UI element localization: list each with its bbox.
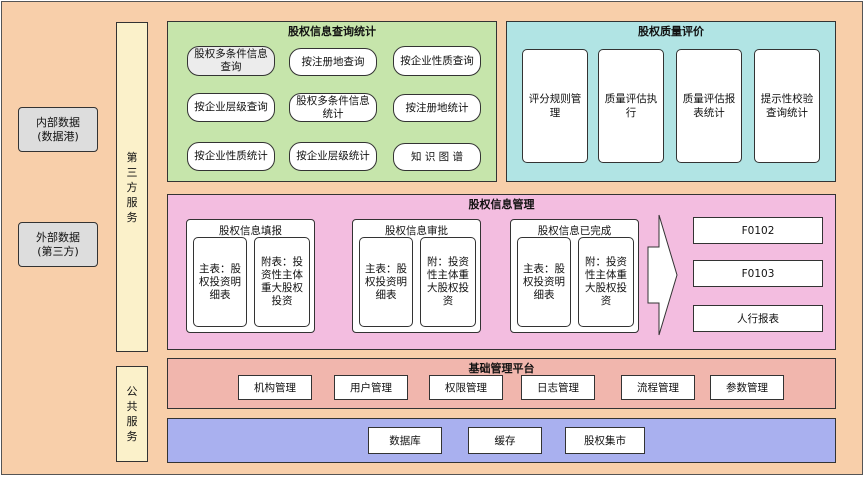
source-external-data: 外部数据 (第三方) [18,222,98,267]
platform-item[interactable]: 机构管理 [238,375,312,400]
platform-item[interactable]: 流程管理 [621,375,695,400]
query-item[interactable]: 股权多条件信息查询 [187,46,275,76]
query-item[interactable]: 按注册地查询 [289,48,377,76]
query-item[interactable]: 知 识 图 谱 [393,143,481,171]
quality-item[interactable]: 提示性校验查询统计 [754,49,820,163]
infra-item[interactable]: 缓存 [468,427,542,454]
main-table-card[interactable]: 主表：股权投资明细表 [359,237,413,327]
platform-item[interactable]: 日志管理 [521,375,595,400]
management-title: 股权信息管理 [468,198,535,211]
query-item[interactable]: 股权多条件信息统计 [289,93,377,122]
infra-item[interactable]: 股权集市 [565,427,645,454]
attached-table-card[interactable]: 附：投资性主体重大股权投资 [578,237,634,327]
platform-item[interactable]: 用户管理 [334,375,408,400]
quality-item[interactable]: 质量评估执行 [598,49,664,163]
query-item[interactable]: 按注册地统计 [393,94,481,122]
group-title: 股权信息已完成 [537,225,612,237]
flow-arrow-icon [647,214,678,336]
query-item[interactable]: 按企业层级统计 [289,142,377,171]
group-title: 股权信息填报 [219,225,282,237]
query-item[interactable]: 按企业性质查询 [393,46,481,76]
group-title: 股权信息审批 [385,225,448,237]
quality-title: 股权质量评价 [638,25,704,38]
attached-table-card[interactable]: 附表：投资性主体重大股权投资 [254,237,310,327]
platform-item[interactable]: 参数管理 [710,375,784,400]
infra-item[interactable]: 数据库 [368,427,442,454]
platform-item[interactable]: 权限管理 [429,375,503,400]
main-table-card[interactable]: 主表：股权投资明细表 [517,237,571,327]
quality-item[interactable]: 质量评估报表统计 [676,49,742,163]
query-item[interactable]: 按企业层级查询 [187,93,275,122]
main-table-card[interactable]: 主表：股权投资明细表 [193,237,247,327]
public-service-label: 公共服务 [116,366,148,462]
query-stats-title: 股权信息查询统计 [288,25,376,38]
output-report[interactable]: F0102 [693,217,823,244]
query-item[interactable]: 按企业性质统计 [187,142,275,171]
output-report[interactable]: F0103 [693,260,823,287]
base-platform-title: 基础管理平台 [468,362,535,375]
source-internal-data: 内部数据 (数据港) [18,107,98,152]
attached-table-card[interactable]: 附：投资性主体重大股权投资 [420,237,476,327]
output-report[interactable]: 人行报表 [693,305,823,332]
third-party-service-label: 第三方服务 [116,22,148,352]
quality-item[interactable]: 评分规则管理 [522,49,588,163]
